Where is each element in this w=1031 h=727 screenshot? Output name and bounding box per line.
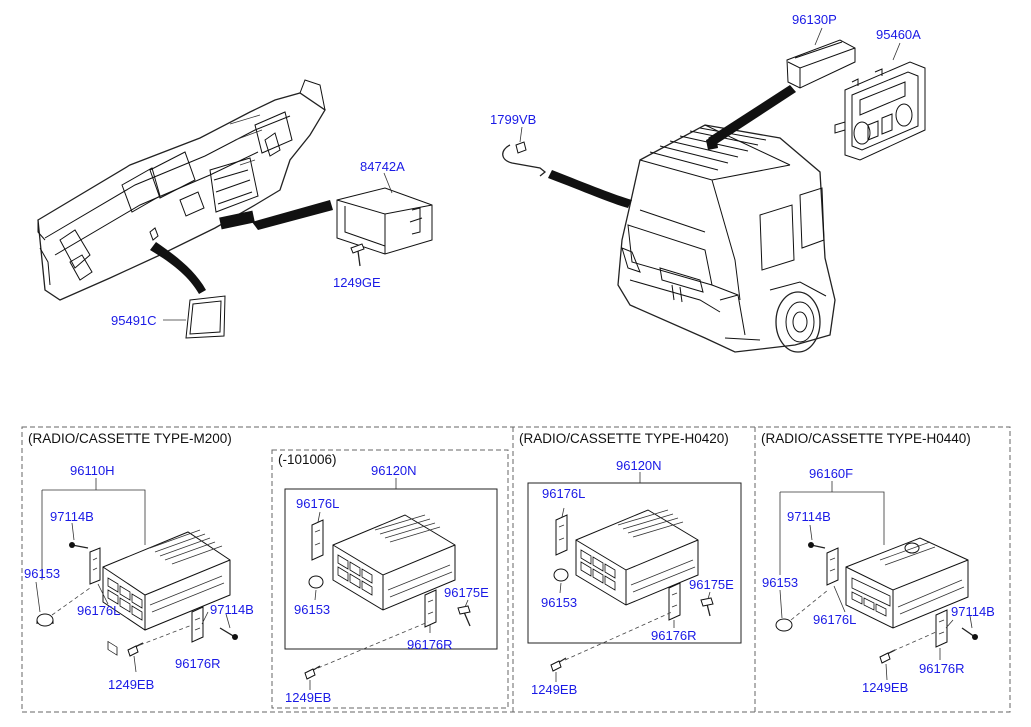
label-96153: 96153 bbox=[24, 566, 60, 581]
lower-section-frame bbox=[21, 426, 1011, 713]
pointer-arrow-84742A bbox=[252, 200, 333, 230]
clip-1799VB: 1799VB bbox=[490, 112, 547, 177]
knob-96153-b bbox=[553, 568, 569, 582]
label-84742A: 84742A bbox=[360, 159, 405, 174]
label-96130P: 96130P bbox=[792, 12, 837, 27]
bracket-96176R-a bbox=[424, 589, 437, 628]
section-m200: 96110H bbox=[24, 463, 254, 692]
bracket-96176L-c bbox=[826, 547, 839, 586]
label-1249EB: 1249EB bbox=[108, 677, 154, 692]
label-96110H: 96110H bbox=[70, 463, 115, 478]
section-header-h0440: (RADIO/CASSETTE TYPE-H0440) bbox=[761, 431, 971, 446]
bolt-1249GE: 1249GE bbox=[333, 243, 381, 290]
radio-unit-96120N-b bbox=[575, 509, 699, 606]
label-1799VB: 1799VB bbox=[490, 112, 536, 127]
panel-95460A: 95460A bbox=[834, 27, 926, 161]
label-1249GE: 1249GE bbox=[333, 275, 381, 290]
bracket-96176L-b bbox=[555, 514, 568, 556]
dashboard-illustration bbox=[37, 79, 326, 301]
label-96176R-a: 96176R bbox=[407, 637, 453, 652]
section-header-101006: (-101006) bbox=[278, 452, 337, 467]
label-96176L-a: 96176L bbox=[296, 496, 339, 511]
section-h0440: 96160F 97114B 96153 96176L 97114B 96176R… bbox=[762, 466, 995, 695]
label-1249EB-b: 1249EB bbox=[531, 682, 577, 697]
pointer-arrow-95491C bbox=[150, 242, 206, 294]
knob-96153 bbox=[36, 613, 54, 627]
section-header-h0420: (RADIO/CASSETTE TYPE-H0420) bbox=[519, 431, 729, 446]
screw-96175E-a bbox=[463, 611, 471, 627]
radio-unit-96160F bbox=[845, 537, 969, 629]
plate-95491C: 95491C bbox=[111, 295, 226, 339]
section-header-m200: (RADIO/CASSETTE TYPE-M200) bbox=[28, 431, 232, 446]
section-101006: 96120N 96176L 96153 96176R 96175E 1249EB bbox=[284, 463, 498, 705]
label-96176L-c: 96176L bbox=[813, 612, 856, 627]
truck-illustration bbox=[617, 124, 836, 353]
knob-96153-c bbox=[775, 618, 793, 632]
screw-96175E-b bbox=[706, 603, 711, 617]
sub-frame-101006 bbox=[271, 449, 509, 709]
label-96120N-b: 96120N bbox=[616, 458, 662, 473]
label-1249EB-c: 1249EB bbox=[862, 680, 908, 695]
bracket-96176R-b bbox=[668, 582, 681, 621]
label-96153-b: 96153 bbox=[541, 595, 577, 610]
bracket-96176R bbox=[191, 606, 204, 643]
section-h0420: 96120N 96176L 96153 96176R 96175E 1249EB bbox=[527, 458, 742, 697]
label-96176L-b: 96176L bbox=[542, 486, 585, 501]
label-96175E-b: 96175E bbox=[689, 577, 734, 592]
pointer-arrow-96130P bbox=[708, 85, 796, 145]
label-96160F: 96160F bbox=[809, 466, 853, 481]
label-97114B-c-left: 97114B bbox=[787, 509, 831, 524]
label-97114B-right: 97114B bbox=[210, 602, 254, 617]
label-1249EB-a: 1249EB bbox=[285, 690, 331, 705]
label-96176R-c: 96176R bbox=[919, 661, 965, 676]
label-95460A: 95460A bbox=[876, 27, 921, 42]
label-96153-a: 96153 bbox=[294, 602, 330, 617]
label-96175E-a: 96175E bbox=[444, 585, 489, 600]
bracket-96176R-c bbox=[935, 609, 948, 648]
bracket-96176L bbox=[89, 547, 101, 585]
radio-unit-96110H bbox=[102, 529, 231, 656]
pointer-arrow-1799VB bbox=[548, 170, 632, 208]
label-96176R-b: 96176R bbox=[651, 628, 697, 643]
label-96176R: 96176R bbox=[175, 656, 221, 671]
pocket-84742A: 84742A bbox=[336, 159, 433, 255]
label-97114B-c-right: 97114B bbox=[951, 604, 995, 619]
knob-96153-a bbox=[308, 575, 324, 589]
radio-unit-96120N-a bbox=[332, 514, 456, 611]
label-97114B-left: 97114B bbox=[50, 509, 94, 524]
label-96153-c: 96153 bbox=[762, 575, 798, 590]
label-96176L: 96176L bbox=[77, 603, 120, 618]
label-95491C: 95491C bbox=[111, 313, 157, 328]
bracket-96176L-a bbox=[311, 519, 324, 561]
label-96120N-a: 96120N bbox=[371, 463, 417, 478]
lamp-96130P: 96130P bbox=[786, 12, 856, 89]
